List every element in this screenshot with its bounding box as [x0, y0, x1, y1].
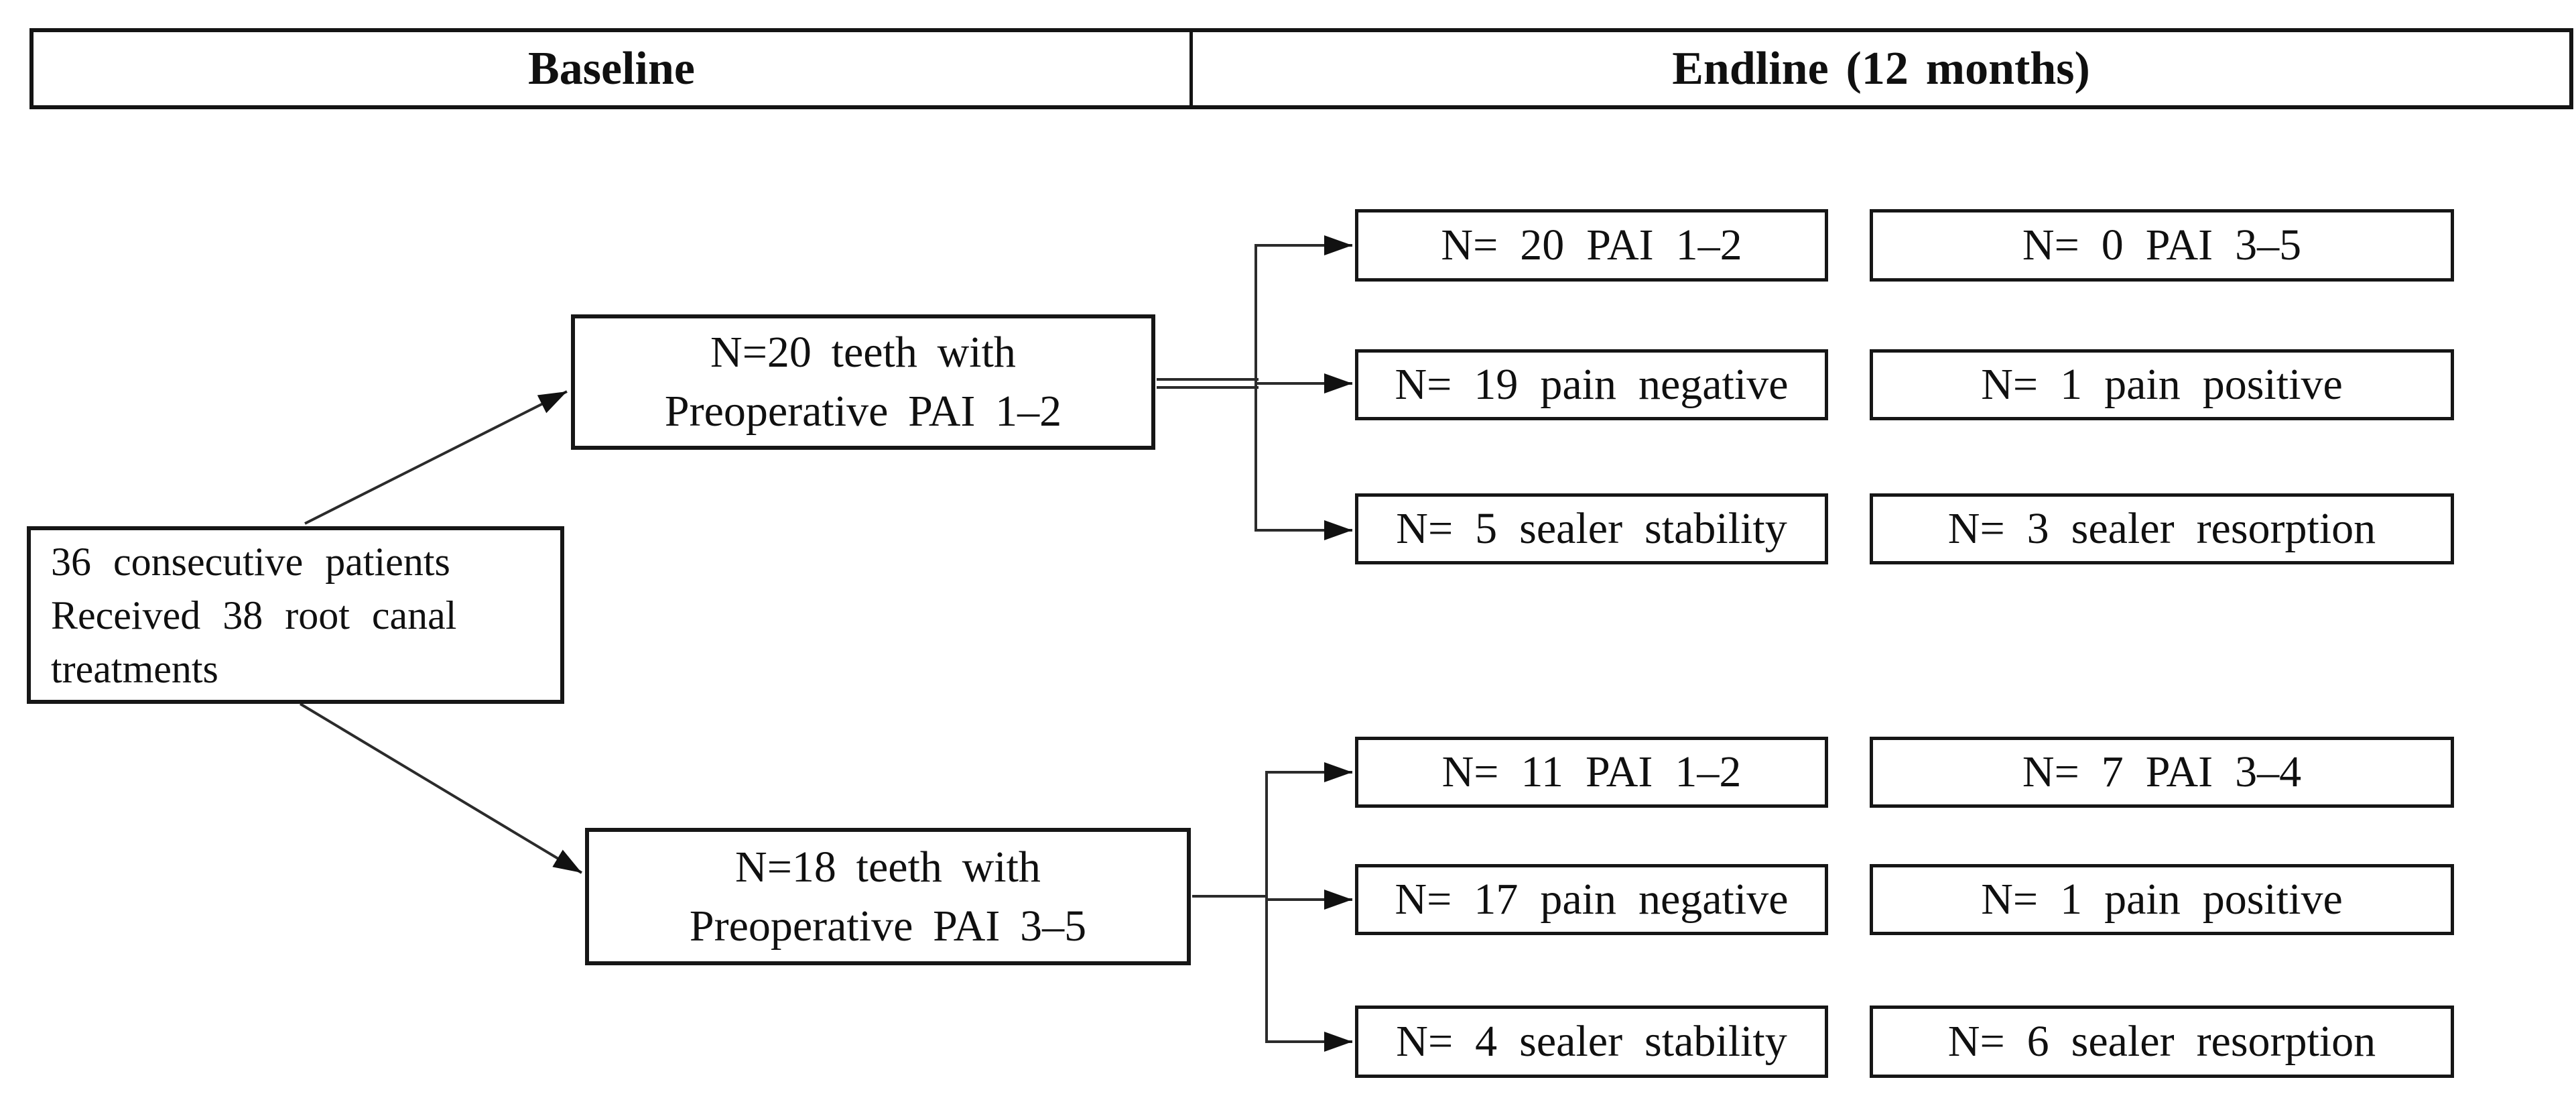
pai35-endline-sealer-stability-label: N= 4 sealer stability [1396, 1017, 1787, 1066]
endline-header-label: Endline (12 months) [1672, 42, 2090, 95]
pai35-endline-sealer-resorption-box: N= 6 sealer resorption [1870, 1006, 2454, 1078]
arrow-root-to-pai35-group [299, 703, 583, 874]
pai12-endline-sealer-resorption-label: N= 3 sealer resorption [1947, 504, 2376, 553]
patients-box-line3: treatments [51, 646, 218, 691]
pai35-endline-pain-positive-label: N= 1 pain positive [1981, 875, 2343, 924]
pai12-endline-pai-box: N= 20 PAI 1–2 [1355, 209, 1828, 282]
pai12-endline-pai-alt-box: N= 0 PAI 3–5 [1870, 209, 2454, 282]
pai12-endline-pain-negative-label: N= 19 pain negative [1395, 360, 1789, 409]
pai12-endline-pain-positive-box: N= 1 pain positive [1870, 349, 2454, 420]
pai12-endline-pain-negative-box: N= 19 pain negative [1355, 349, 1828, 420]
pai12-group-line2: Preoperative PAI 1–2 [664, 387, 1062, 436]
pai35-endline-sealer-resorption-label: N= 6 sealer resorption [1947, 1017, 2376, 1066]
baseline-header-label: Baseline [528, 42, 695, 95]
pai12-endline-sealer-stability-box: N= 5 sealer stability [1355, 493, 1828, 564]
pai12-group-box: N=20 teeth with Preoperative PAI 1–2 [571, 314, 1155, 450]
pai12-endline-pai-label: N= 20 PAI 1–2 [1441, 221, 1742, 269]
pai35-group-line2: Preoperative PAI 3–5 [689, 901, 1087, 951]
pai35-endline-pain-negative-label: N= 17 pain negative [1395, 875, 1789, 924]
pai35-endline-pai-label: N= 11 PAI 1–2 [1441, 747, 1742, 796]
arrow-root-to-pai12-group [304, 390, 568, 525]
patients-box: 36 consecutive patients Received 38 root… [27, 526, 564, 704]
pai35-endline-pain-positive-box: N= 1 pain positive [1870, 864, 2454, 935]
pai35-endline-pai-box: N= 11 PAI 1–2 [1355, 737, 1828, 808]
patients-box-line2: Received 38 root canal [51, 593, 457, 637]
header-table: Baseline Endline (12 months) [29, 28, 2573, 109]
pai35-group-box: N=18 teeth with Preoperative PAI 3–5 [585, 828, 1191, 965]
pai12-group-line1: N=20 teeth with [710, 328, 1016, 377]
pai35-endline-pai-alt-label: N= 7 PAI 3–4 [2022, 747, 2302, 796]
pai12-endline-pai-alt-label: N= 0 PAI 3–5 [2022, 221, 2302, 269]
pai35-endline-pain-negative-box: N= 17 pain negative [1355, 864, 1828, 935]
endline-header-cell: Endline (12 months) [1193, 32, 2569, 105]
pai35-group-line1: N=18 teeth with [735, 842, 1041, 892]
pai12-endline-sealer-resorption-box: N= 3 sealer resorption [1870, 493, 2454, 564]
pai35-endline-pai-alt-box: N= 7 PAI 3–4 [1870, 737, 2454, 808]
pai35-endline-sealer-stability-box: N= 4 sealer stability [1355, 1006, 1828, 1078]
patients-box-line1: 36 consecutive patients [51, 539, 450, 584]
pai12-endline-pain-positive-label: N= 1 pain positive [1981, 360, 2343, 409]
baseline-header-cell: Baseline [34, 32, 1193, 105]
pai12-endline-sealer-stability-label: N= 5 sealer stability [1396, 504, 1787, 553]
